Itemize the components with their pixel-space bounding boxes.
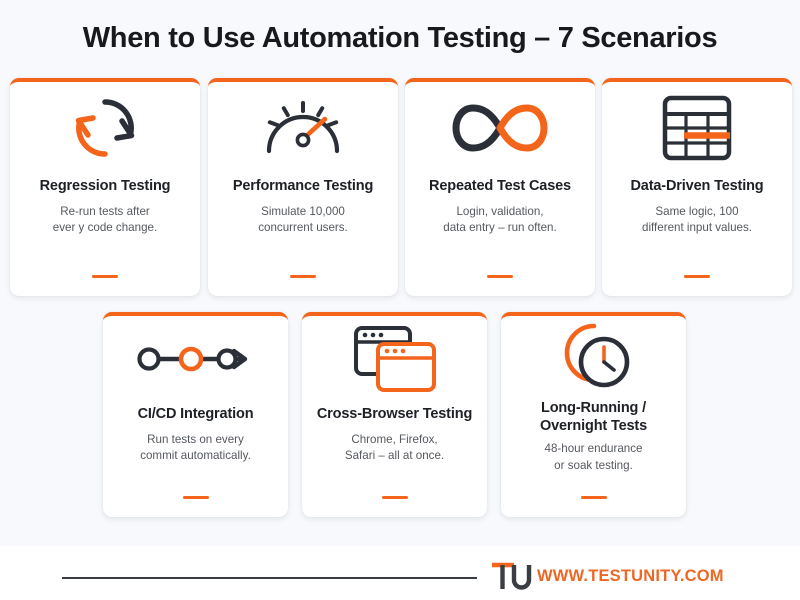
website-url[interactable]: WWW.TESTUNITY.COM bbox=[537, 567, 724, 585]
card-title: Cross-Browser Testing bbox=[316, 406, 473, 422]
card-title: CI/CD Integration bbox=[137, 406, 254, 422]
icon-wrap bbox=[208, 82, 398, 178]
icon-wrap bbox=[103, 316, 288, 406]
card-regression-testing[interactable]: Regression Testing Re-run tests after ev… bbox=[10, 78, 200, 296]
card-long-running-overnight-tests[interactable]: Long-Running / Overnight Tests 48-hour e… bbox=[501, 312, 686, 517]
table-grid-icon bbox=[661, 92, 733, 169]
card-title: Performance Testing bbox=[232, 178, 374, 194]
stacked-browser-windows-icon bbox=[350, 322, 440, 401]
card-title: Repeated Test Cases bbox=[429, 178, 571, 194]
card-title: Regression Testing bbox=[39, 178, 171, 194]
footer bbox=[0, 546, 800, 600]
infinity-icon bbox=[450, 100, 550, 161]
card-description: Same logic, 100 different input values. bbox=[642, 204, 752, 235]
card-data-driven-testing[interactable]: Data-Driven Testing Same logic, 100 diff… bbox=[602, 78, 792, 296]
accent-rule bbox=[580, 496, 607, 499]
moon-clock-icon bbox=[552, 320, 636, 397]
card-title: Long-Running / Overnight Tests bbox=[539, 400, 648, 434]
testunity-logo-icon bbox=[490, 562, 536, 592]
card-description: Login, validation, data entry – run ofte… bbox=[443, 204, 557, 235]
card-description: Re-run tests after ever y code change. bbox=[52, 204, 158, 235]
accent-rule bbox=[92, 275, 118, 278]
accent-rule bbox=[487, 275, 513, 278]
circular-refresh-icon bbox=[68, 91, 142, 170]
card-description: Run tests on every commit automatically. bbox=[140, 432, 251, 463]
card-title: Data-Driven Testing bbox=[630, 178, 764, 194]
card-description: 48-hour endurance or soak testing. bbox=[544, 442, 643, 472]
icon-wrap bbox=[405, 82, 595, 178]
icon-wrap bbox=[602, 82, 792, 178]
card-description: Chrome, Firefox, Safari – all at once. bbox=[344, 432, 445, 463]
accent-rule bbox=[381, 496, 408, 499]
card-cross-browser-testing[interactable]: Cross-Browser Testing Chrome, Firefox, S… bbox=[302, 312, 487, 517]
card-repeated-test-cases[interactable]: Repeated Test Cases Login, validation, d… bbox=[405, 78, 595, 296]
card-performance-testing[interactable]: Performance Testing Simulate 10,000 conc… bbox=[208, 78, 398, 296]
accent-rule bbox=[684, 275, 710, 278]
accent-rule bbox=[290, 275, 316, 278]
accent-rule bbox=[182, 496, 209, 499]
page-title: When to Use Automation Testing – 7 Scena… bbox=[82, 22, 718, 54]
icon-wrap bbox=[10, 82, 200, 178]
card-ci-cd-integration[interactable]: CI/CD Integration Run tests on every com… bbox=[103, 312, 288, 517]
icon-wrap bbox=[302, 316, 487, 406]
card-description: Simulate 10,000 concurrent users. bbox=[258, 204, 348, 235]
icon-wrap bbox=[501, 316, 686, 400]
speedometer-gauge-icon bbox=[260, 93, 346, 168]
footer-divider bbox=[62, 577, 477, 579]
pipeline-nodes-arrow-icon bbox=[134, 342, 258, 381]
